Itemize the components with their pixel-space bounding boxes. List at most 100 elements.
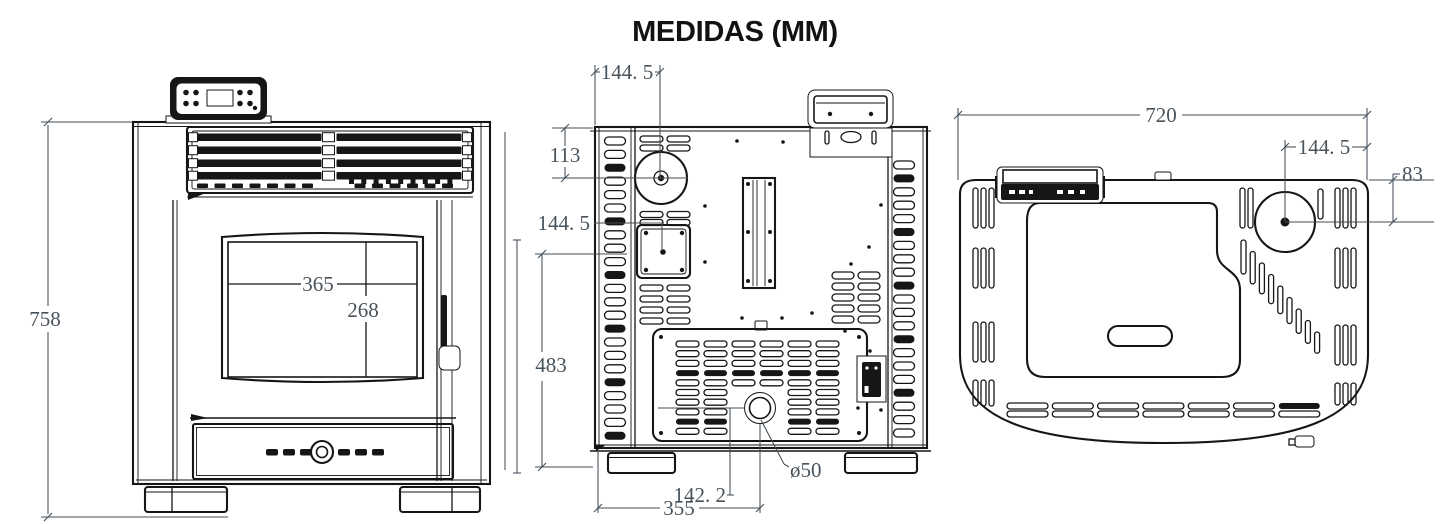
vent-slat <box>787 379 812 387</box>
vent-slat <box>703 359 728 368</box>
vent-slat <box>336 133 462 141</box>
vent-slat <box>759 359 784 368</box>
vent-slat <box>1096 410 1140 418</box>
vent-slat <box>639 135 664 143</box>
vent-slat <box>892 240 916 251</box>
vent-slat <box>1142 402 1185 410</box>
vent-slat <box>361 179 367 184</box>
vent-slat <box>1313 331 1321 354</box>
vent-slat <box>1278 410 1321 418</box>
vent-slat <box>815 340 840 348</box>
top-dimensions: 720 144. 5 83 <box>953 103 1434 227</box>
vent-slat <box>831 271 855 280</box>
vent-slat <box>266 449 278 456</box>
vent-slat <box>675 427 700 435</box>
vent-slat <box>675 359 700 368</box>
vent-slat <box>1249 250 1256 285</box>
vent-slat <box>988 379 995 407</box>
vent-slat <box>816 370 839 377</box>
vent-slat <box>267 183 278 188</box>
vent-slat <box>462 170 472 181</box>
vent-slat <box>787 408 812 416</box>
right-vent-column <box>892 160 916 438</box>
vent-slat <box>675 340 700 348</box>
vent-slat <box>349 179 354 184</box>
vent-slat <box>322 170 335 181</box>
vent-slat <box>666 144 691 152</box>
overall-width-label: 720 <box>1145 103 1177 127</box>
vent-slat <box>442 183 453 188</box>
vent-slat <box>892 307 916 318</box>
rear-height-label: 483 <box>535 353 567 377</box>
right-foot <box>398 485 482 514</box>
screw-dot <box>849 262 853 266</box>
vent-slat <box>1096 402 1140 410</box>
vent-slat <box>603 404 627 414</box>
vent-slat <box>249 183 261 188</box>
vent-slat <box>1334 247 1341 289</box>
vent-slat <box>980 379 987 407</box>
vent-slat <box>759 340 784 348</box>
vent-slat <box>1006 410 1049 418</box>
vent-slat <box>988 321 995 363</box>
vent-slat <box>1350 247 1357 289</box>
door-glass <box>227 241 418 378</box>
vent-slat <box>892 213 916 224</box>
vent-slat <box>666 295 691 303</box>
vent-slat <box>604 271 626 279</box>
vent-slat <box>188 158 198 169</box>
vent-slat <box>788 418 811 425</box>
inlet-offset-label: 144. 5 <box>538 211 591 235</box>
stove-door: 365 268 <box>220 231 461 384</box>
vent-slat <box>675 350 700 358</box>
vent-slat <box>1350 382 1357 406</box>
vent-slat <box>980 321 987 363</box>
vent-slat <box>787 427 812 435</box>
flue-offset-x-label: 144. 5 <box>601 60 654 84</box>
vent-slat <box>336 159 462 167</box>
vent-slat <box>703 379 728 387</box>
vent-slat <box>232 183 243 188</box>
vent-slat <box>988 247 995 289</box>
glass-width-label: 365 <box>302 272 334 296</box>
back-view: 144. 5 113 144. 5 483 142. 2 ø50 <box>504 60 931 520</box>
vent-slat <box>857 315 881 324</box>
vent-slat <box>462 158 472 169</box>
vent-slat <box>639 284 664 292</box>
vent-slat <box>831 282 855 291</box>
flue-from-back-label: 83 <box>1402 162 1423 186</box>
vent-slat <box>398 179 404 184</box>
vent-slat <box>731 379 756 387</box>
vent-slat <box>1232 402 1276 410</box>
vent-slat <box>666 317 691 325</box>
vent-slat <box>703 427 728 435</box>
vent-slat <box>1247 187 1254 229</box>
vent-slat <box>815 427 840 435</box>
vent-slat <box>675 398 700 406</box>
vent-slat <box>893 174 915 183</box>
vent-slat <box>1334 324 1341 366</box>
front-view: 758 <box>29 77 492 522</box>
vent-slat <box>1267 273 1275 305</box>
vent-slat <box>603 337 627 347</box>
vent-slat <box>666 284 691 292</box>
vent-slat <box>815 398 840 406</box>
vent-slat <box>214 183 226 188</box>
panel-marks <box>1009 190 1085 194</box>
vent-slat <box>731 340 756 348</box>
vent-slat <box>1350 187 1357 229</box>
top-view: 720 144. 5 83 <box>953 103 1434 448</box>
port-diameter-label: ø50 <box>790 458 822 482</box>
base-width-label: 355 <box>663 496 695 520</box>
left-foot <box>143 485 229 514</box>
vent-slat <box>1187 402 1230 410</box>
vent-slat <box>1239 187 1246 229</box>
vent-slat <box>892 374 916 385</box>
control-panel-back <box>807 89 894 158</box>
vent-slat <box>336 146 462 154</box>
vent-slat <box>787 359 812 368</box>
glass-height-label: 268 <box>347 298 379 322</box>
door-handle <box>438 345 461 371</box>
vent-slat <box>675 379 700 387</box>
vent-slat <box>980 187 987 229</box>
